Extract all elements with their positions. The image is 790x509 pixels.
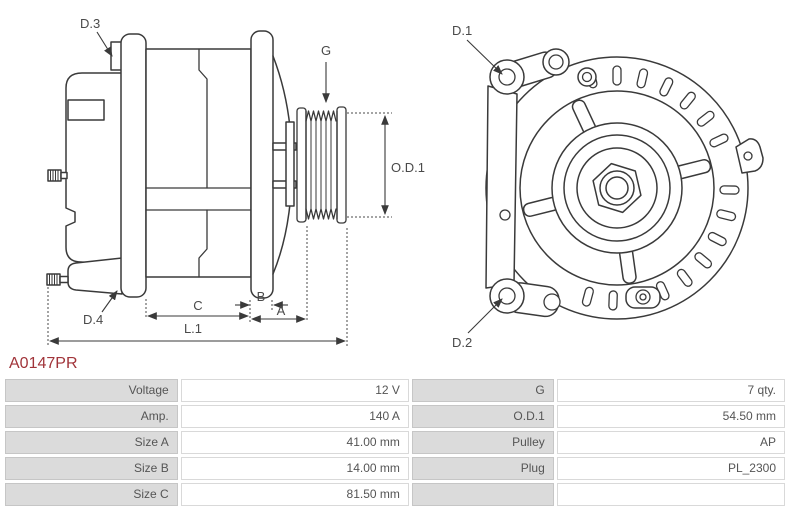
front-view-vents (581, 65, 740, 311)
spec-label (411, 483, 554, 506)
spec-value: 7 qty. (556, 379, 785, 402)
body-seam (198, 48, 208, 278)
vent-slot (608, 290, 618, 311)
vent-slot (659, 77, 674, 97)
spec-label: Pulley (411, 431, 554, 454)
vent-slot (679, 91, 696, 110)
spec-label: Plug (411, 457, 554, 480)
label-d4: D.4 (83, 312, 103, 327)
spec-value: AP (556, 431, 785, 454)
label-d3: D.3 (80, 16, 100, 31)
spec-value: 54.50 mm (556, 405, 785, 428)
leader-d1 (466, 39, 503, 75)
vent-slot (612, 65, 622, 86)
vent-slot (676, 268, 693, 287)
label-d2: D.2 (452, 335, 472, 350)
stator-body (145, 48, 252, 278)
label-dim-a: A (277, 303, 286, 318)
pulley-grooves-bottom (305, 208, 337, 220)
spec-value: 14.00 mm (180, 457, 409, 480)
rim-hole-top (577, 67, 597, 87)
lobe-hole-top (542, 48, 570, 76)
spec-label: G (411, 379, 554, 402)
shaft-collar-upper (272, 142, 297, 151)
spec-label: Voltage (5, 379, 178, 402)
mount-ear-top-hole (498, 68, 516, 86)
part-number: A0147PR (9, 355, 78, 372)
label-dim-b: B (257, 289, 266, 304)
vent-slot (694, 252, 713, 269)
vent-slot (707, 231, 727, 247)
vent-slot (709, 133, 729, 148)
rear-bracket (120, 33, 147, 298)
label-dim-c: C (193, 298, 202, 313)
shaft-washer (599, 170, 635, 206)
shaft-collar-lower (272, 180, 297, 189)
leader-d2 (467, 298, 503, 334)
spec-value: 140 A (180, 405, 409, 428)
label-d1: D.1 (452, 23, 472, 38)
label-g: G (321, 43, 331, 58)
spec-value: PL_2300 (556, 457, 785, 480)
spec-label: Size C (5, 483, 178, 506)
shaft-center (605, 176, 629, 200)
terminal-stud-upper (47, 169, 68, 182)
spec-label: Size A (5, 431, 178, 454)
side-tab (735, 138, 764, 174)
front-view (485, 48, 764, 320)
side-view (46, 30, 347, 299)
spec-value: 12 V (180, 379, 409, 402)
terminal-stud-lower (46, 273, 69, 286)
dimension-lines (47, 31, 503, 346)
label-dim-l1: L.1 (184, 321, 202, 336)
spec-value: 41.00 mm (180, 431, 409, 454)
lobe-hole-bottom (543, 293, 561, 311)
spec-label: Size B (5, 457, 178, 480)
mount-ear-bottom (489, 278, 525, 314)
vent-slot (719, 185, 740, 195)
vent-slot (716, 209, 737, 222)
spec-value: 81.50 mm (180, 483, 409, 506)
mounting-flange (485, 85, 518, 289)
dimension-labels: D.3 G O.D.1 D.4 C B A L.1 D.1 D.2 (80, 16, 472, 350)
pulley (296, 106, 347, 224)
bottom-tab (625, 286, 661, 309)
leader-d3 (96, 31, 113, 57)
face-ring-inner (563, 134, 671, 242)
technical-drawing: D.3 G O.D.1 D.4 C B A L.1 D.1 D.2 (46, 16, 764, 350)
spec-value (556, 483, 785, 506)
mount-ear-bottom-hole (498, 287, 516, 305)
spec-label: Amp. (5, 405, 178, 428)
rear-housing-slot (67, 99, 105, 121)
leader-d4 (101, 290, 118, 313)
shaft (285, 121, 295, 207)
flange-hole (499, 209, 511, 221)
vent-slot (636, 68, 649, 89)
mount-ear-top (489, 59, 525, 95)
front-bracket (250, 30, 274, 299)
pulley-grooves-top (305, 110, 337, 122)
shaft-band (145, 187, 252, 211)
vent-slot (581, 286, 594, 307)
mounting-lug (67, 257, 123, 295)
label-od1: O.D.1 (391, 160, 425, 175)
vent-slot (696, 110, 715, 127)
hub-ring (576, 147, 658, 229)
spec-label: O.D.1 (411, 405, 554, 428)
